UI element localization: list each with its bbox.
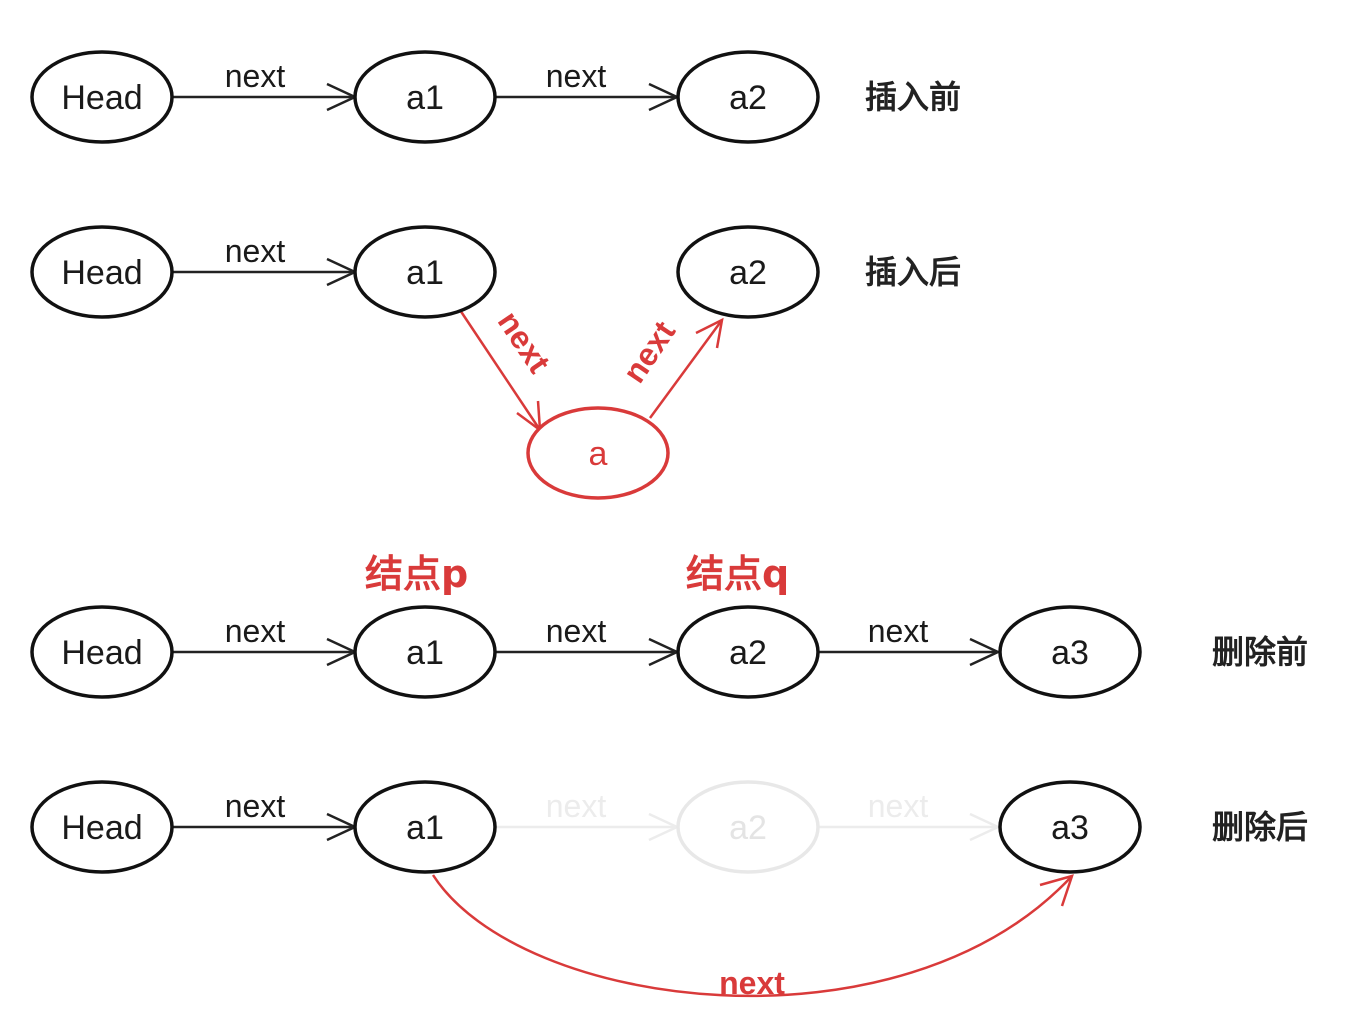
edge-label: next xyxy=(546,58,607,94)
edge-label: next xyxy=(719,965,785,1001)
node-label: a1 xyxy=(406,809,444,847)
node-a-inserted: a xyxy=(526,406,670,500)
edge-label: next xyxy=(225,613,286,649)
node-a1: a1 xyxy=(353,50,497,144)
row-after-delete: next next next next Head a1 a2 xyxy=(30,780,1308,1001)
edge-head-a1: next xyxy=(172,788,358,842)
node-head: Head xyxy=(30,50,174,144)
edge-a1-a2-faded: next xyxy=(495,788,680,842)
node-a1: a1 xyxy=(353,780,497,874)
node-head: Head xyxy=(30,605,174,699)
node-label: Head xyxy=(61,809,142,847)
node-a1: a1 xyxy=(353,225,497,319)
node-a2: a2 xyxy=(676,225,820,319)
edge-a-a2: next xyxy=(616,314,724,419)
node-a1: a1 xyxy=(353,605,497,699)
edge-a1-a: next xyxy=(458,305,558,433)
edge-a1-a2: next xyxy=(495,58,680,112)
edge-label: next xyxy=(868,613,929,649)
node-label: a xyxy=(589,435,608,473)
node-label: Head xyxy=(61,79,142,117)
node-label: a2 xyxy=(729,634,767,672)
edge-label: next xyxy=(225,233,286,269)
node-a2-faded: a2 xyxy=(676,780,820,874)
edge-head-a1: next xyxy=(172,233,358,287)
caption-after-insert: 插入后 xyxy=(865,253,961,291)
node-label: Head xyxy=(61,254,142,292)
node-head: Head xyxy=(30,780,174,874)
edge-label: next xyxy=(616,314,683,389)
edge-a1-a3-bypass: next xyxy=(431,874,1074,1001)
caption-before-delete: 删除前 xyxy=(1212,633,1308,671)
edge-head-a1: next xyxy=(172,58,358,112)
node-label: a2 xyxy=(729,809,767,847)
row-after-insert: next next next Head a1 a2 a 插入后 xyxy=(30,225,961,500)
node-label: a3 xyxy=(1051,809,1089,847)
label-node-p: 结点p xyxy=(365,552,468,596)
node-label: a3 xyxy=(1051,634,1089,672)
edge-label: next xyxy=(546,788,607,824)
node-label: a1 xyxy=(406,634,444,672)
row-before-delete: next next next Head a1 a2 a3 删除前 xyxy=(30,605,1308,699)
row-before-insert: next next Head a1 a2 插入前 xyxy=(30,50,961,144)
label-node-q: 结点q xyxy=(686,552,789,596)
edge-label: next xyxy=(225,788,286,824)
node-label: a2 xyxy=(729,79,767,117)
edge-label: next xyxy=(546,613,607,649)
edge-label: next xyxy=(225,58,286,94)
node-head: Head xyxy=(30,225,174,319)
node-a3: a3 xyxy=(998,605,1142,699)
node-a3: a3 xyxy=(998,780,1142,874)
node-label: a2 xyxy=(729,254,767,292)
edge-a2-a3: next xyxy=(818,613,1001,667)
edge-head-a1: next xyxy=(172,613,358,667)
caption-after-delete: 删除后 xyxy=(1212,808,1308,846)
node-label: a1 xyxy=(406,254,444,292)
node-a2: a2 xyxy=(676,605,820,699)
edge-a2-a3-faded: next xyxy=(818,788,1001,842)
node-label: Head xyxy=(61,634,142,672)
edge-label: next xyxy=(868,788,929,824)
node-label: a1 xyxy=(406,79,444,117)
edge-a1-a2: next xyxy=(495,613,680,667)
caption-before-insert: 插入前 xyxy=(865,78,961,116)
node-a2: a2 xyxy=(676,50,820,144)
edge-label: next xyxy=(491,305,558,380)
